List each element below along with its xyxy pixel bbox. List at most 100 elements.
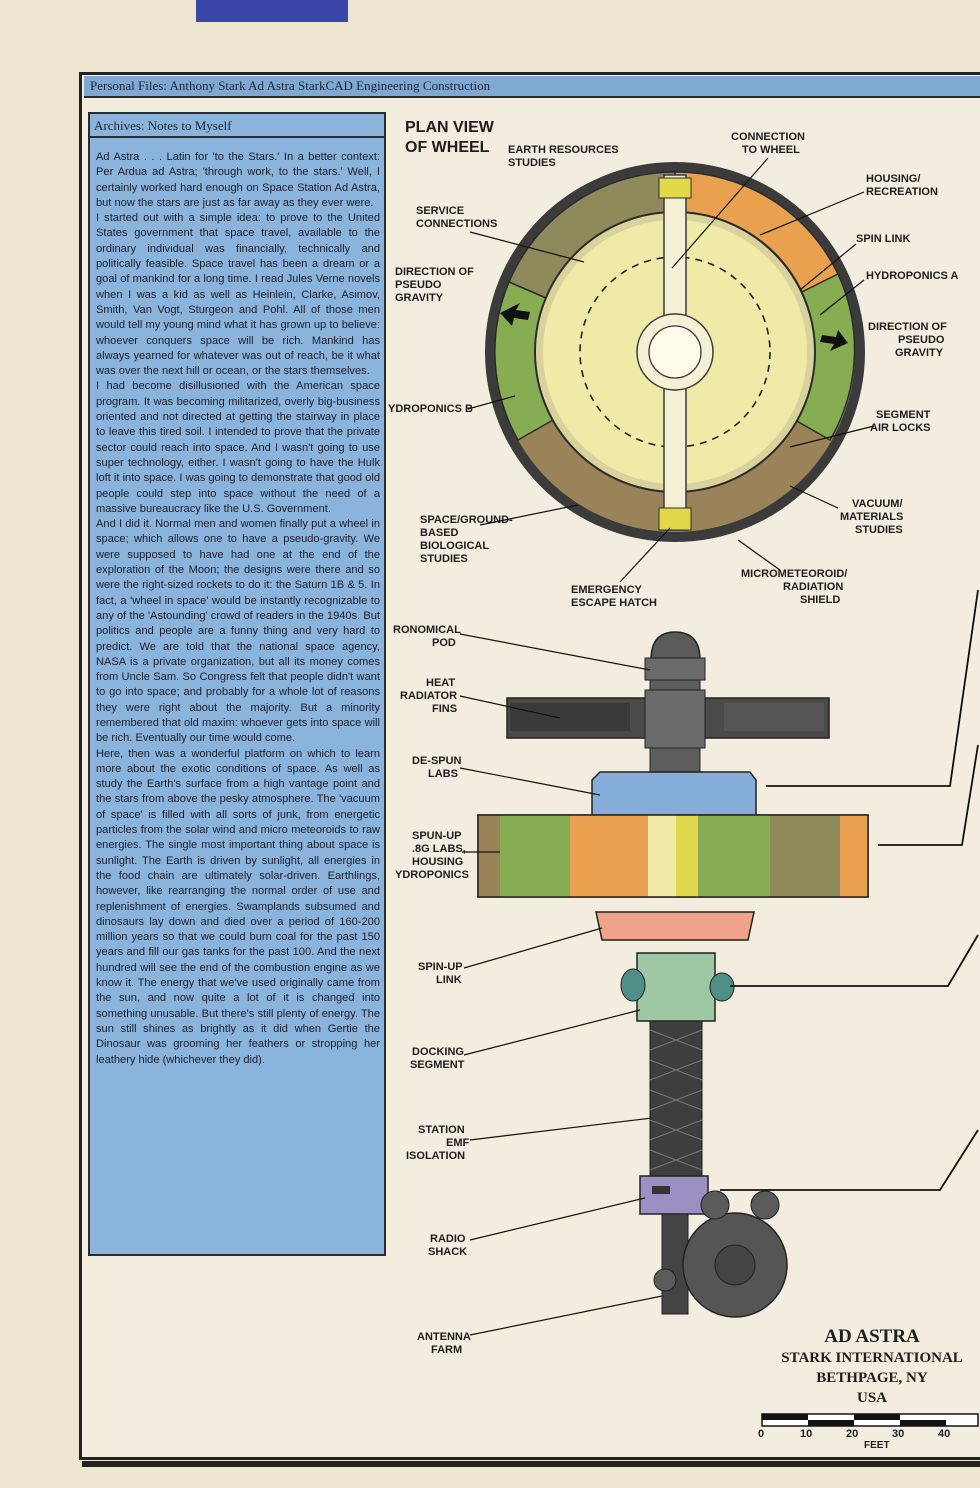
leader-airlocks xyxy=(789,425,875,448)
drum-band-green-1 xyxy=(500,815,570,897)
label-emergency-2: ESCAPE HATCH xyxy=(571,597,657,609)
label-despun-2: LABS xyxy=(428,768,458,780)
label-hydro-a: HYDROPONICS A xyxy=(866,270,959,282)
label-space-4: STUDIES xyxy=(420,553,468,565)
spin-up-link xyxy=(595,911,755,941)
label-space-2: BASED xyxy=(420,527,459,539)
label-vacuum-3: STUDIES xyxy=(855,524,903,536)
label-spinup-2: LINK xyxy=(436,974,462,986)
label-emf-2: EMF xyxy=(446,1137,470,1149)
notes-title: Archives: Notes to Myself xyxy=(90,114,384,138)
scale-seg-3 xyxy=(854,1414,900,1420)
label-housing-1: HOUSING/ xyxy=(866,173,920,185)
leader-vacuum xyxy=(789,485,839,509)
dish-small-2 xyxy=(750,1190,780,1220)
leader-hydro-a xyxy=(819,279,865,316)
label-spinlink: SPIN LINK xyxy=(856,233,910,245)
docking-port-right xyxy=(709,972,735,1002)
title-country: USA xyxy=(856,1390,887,1406)
truss-lattice xyxy=(649,1029,703,1171)
connector-3 xyxy=(730,934,979,987)
label-connection-1: CONNECTION xyxy=(731,131,805,143)
callout-connectors xyxy=(720,589,979,1191)
leader-spinlink xyxy=(799,243,857,291)
label-micro-1: MICROMETEOROID/ xyxy=(741,568,847,580)
label-radio-1: RADIO xyxy=(430,1233,466,1245)
leader-connection xyxy=(671,157,769,269)
hub-core xyxy=(648,325,702,379)
scale-tick-label: 40 xyxy=(938,1428,951,1440)
pod-collar xyxy=(644,657,706,681)
notes-paragraph: Here, then was a wonderful platform on w… xyxy=(96,747,380,1066)
notes-body: Ad Astra . . . Latin for 'to the Stars.'… xyxy=(96,150,380,1068)
label-spun-2: .8G LABS, xyxy=(412,843,466,855)
label-vacuum-1: VACUUM/ xyxy=(852,498,903,510)
scale-tick-label: 10 xyxy=(800,1428,813,1440)
emergency-hatch xyxy=(658,507,692,531)
scale-seg-4 xyxy=(900,1420,946,1426)
label-service-1: SERVICE xyxy=(416,205,464,217)
label-heat-2: RADIATOR xyxy=(400,690,457,702)
label-spun-3: HOUSING xyxy=(412,856,463,868)
despun-labs xyxy=(591,771,757,819)
radio-window xyxy=(652,1186,670,1194)
radiator-panel-left xyxy=(510,703,630,731)
side-labels: RONOMICAL POD HEAT RADIATOR FINS DE-SPUN… xyxy=(393,624,663,1356)
radio-shack xyxy=(639,1175,709,1215)
label-airlocks-1: SEGMENT xyxy=(876,409,931,421)
drum-band-cream xyxy=(648,815,676,897)
label-spun-4: YDROPONICS xyxy=(395,869,469,881)
label-docking-1: DOCKING xyxy=(412,1046,464,1058)
label-emf-1: STATION xyxy=(418,1124,465,1136)
label-airlocks-2: AIR LOCKS xyxy=(870,422,931,434)
drum-band xyxy=(478,815,500,897)
leader-heat xyxy=(459,695,561,719)
label-dir-left-1: DIRECTION OF xyxy=(395,266,474,278)
plan-title-1: PLAN VIEW xyxy=(405,119,495,136)
drum-band-yellow xyxy=(676,815,698,897)
label-heat-3: FINS xyxy=(432,703,457,715)
label-dir-left-2: PSEUDO xyxy=(395,279,442,291)
scale-tick-label: 0 xyxy=(758,1428,765,1440)
title-company: STARK INTERNATIONAL xyxy=(781,1350,963,1366)
label-dir-right-2: PSEUDO xyxy=(898,334,945,346)
notes-paragraph: I started out with a simple idea: to pro… xyxy=(96,212,380,378)
leader-spinup xyxy=(463,927,603,969)
label-vacuum-2: MATERIALS xyxy=(840,511,903,523)
connector-4 xyxy=(720,1129,979,1191)
label-service-2: CONNECTIONS xyxy=(416,218,497,230)
label-housing-2: RECREATION xyxy=(866,186,938,198)
top-tab-marker xyxy=(196,0,348,22)
drum-band-orange-2 xyxy=(840,815,868,897)
leader-radio xyxy=(469,1197,646,1241)
plan-labels: PLAN VIEW OF WHEEL EARTH RESOURCES STUDI… xyxy=(388,119,959,609)
connector-1 xyxy=(766,589,979,787)
label-space-3: BIOLOGICAL xyxy=(420,540,489,552)
drum-band-green-2 xyxy=(698,815,770,897)
label-antenna-1: ANTENNA xyxy=(417,1331,471,1343)
gravity-arrow-left-icon xyxy=(500,303,530,326)
label-despun-1: DE-SPUN xyxy=(412,755,462,767)
label-earth-1: EARTH RESOURCES xyxy=(508,144,619,156)
notes-panel: Archives: Notes to Myself Ad Astra . . .… xyxy=(88,112,386,1256)
label-docking-2: SEGMENT xyxy=(410,1059,465,1071)
title-city: BETHPAGE, NY xyxy=(816,1370,928,1386)
docking-segment xyxy=(636,952,716,1022)
scale-tick-label: 30 xyxy=(892,1428,905,1440)
docking-port-left xyxy=(620,968,646,1002)
radiator-hub xyxy=(644,689,706,749)
spunup-drum xyxy=(477,814,869,898)
label-spinup-1: SPIN-UP xyxy=(418,961,463,973)
drum-outline xyxy=(477,814,869,898)
leader-space xyxy=(479,504,579,526)
scale-seg-1 xyxy=(762,1414,808,1420)
label-dir-right-1: DIRECTION OF xyxy=(868,321,947,333)
label-pod-1: RONOMICAL xyxy=(393,624,461,636)
leader-despun xyxy=(459,767,601,796)
plan-title-2: OF WHEEL xyxy=(405,139,490,156)
label-antenna-2: FARM xyxy=(431,1344,462,1356)
scale-seg-2 xyxy=(808,1420,854,1426)
header-bar: Personal Files: Anthony Stark Ad Astra S… xyxy=(84,76,980,98)
label-space-1: SPACE/GROUND- xyxy=(420,514,513,526)
